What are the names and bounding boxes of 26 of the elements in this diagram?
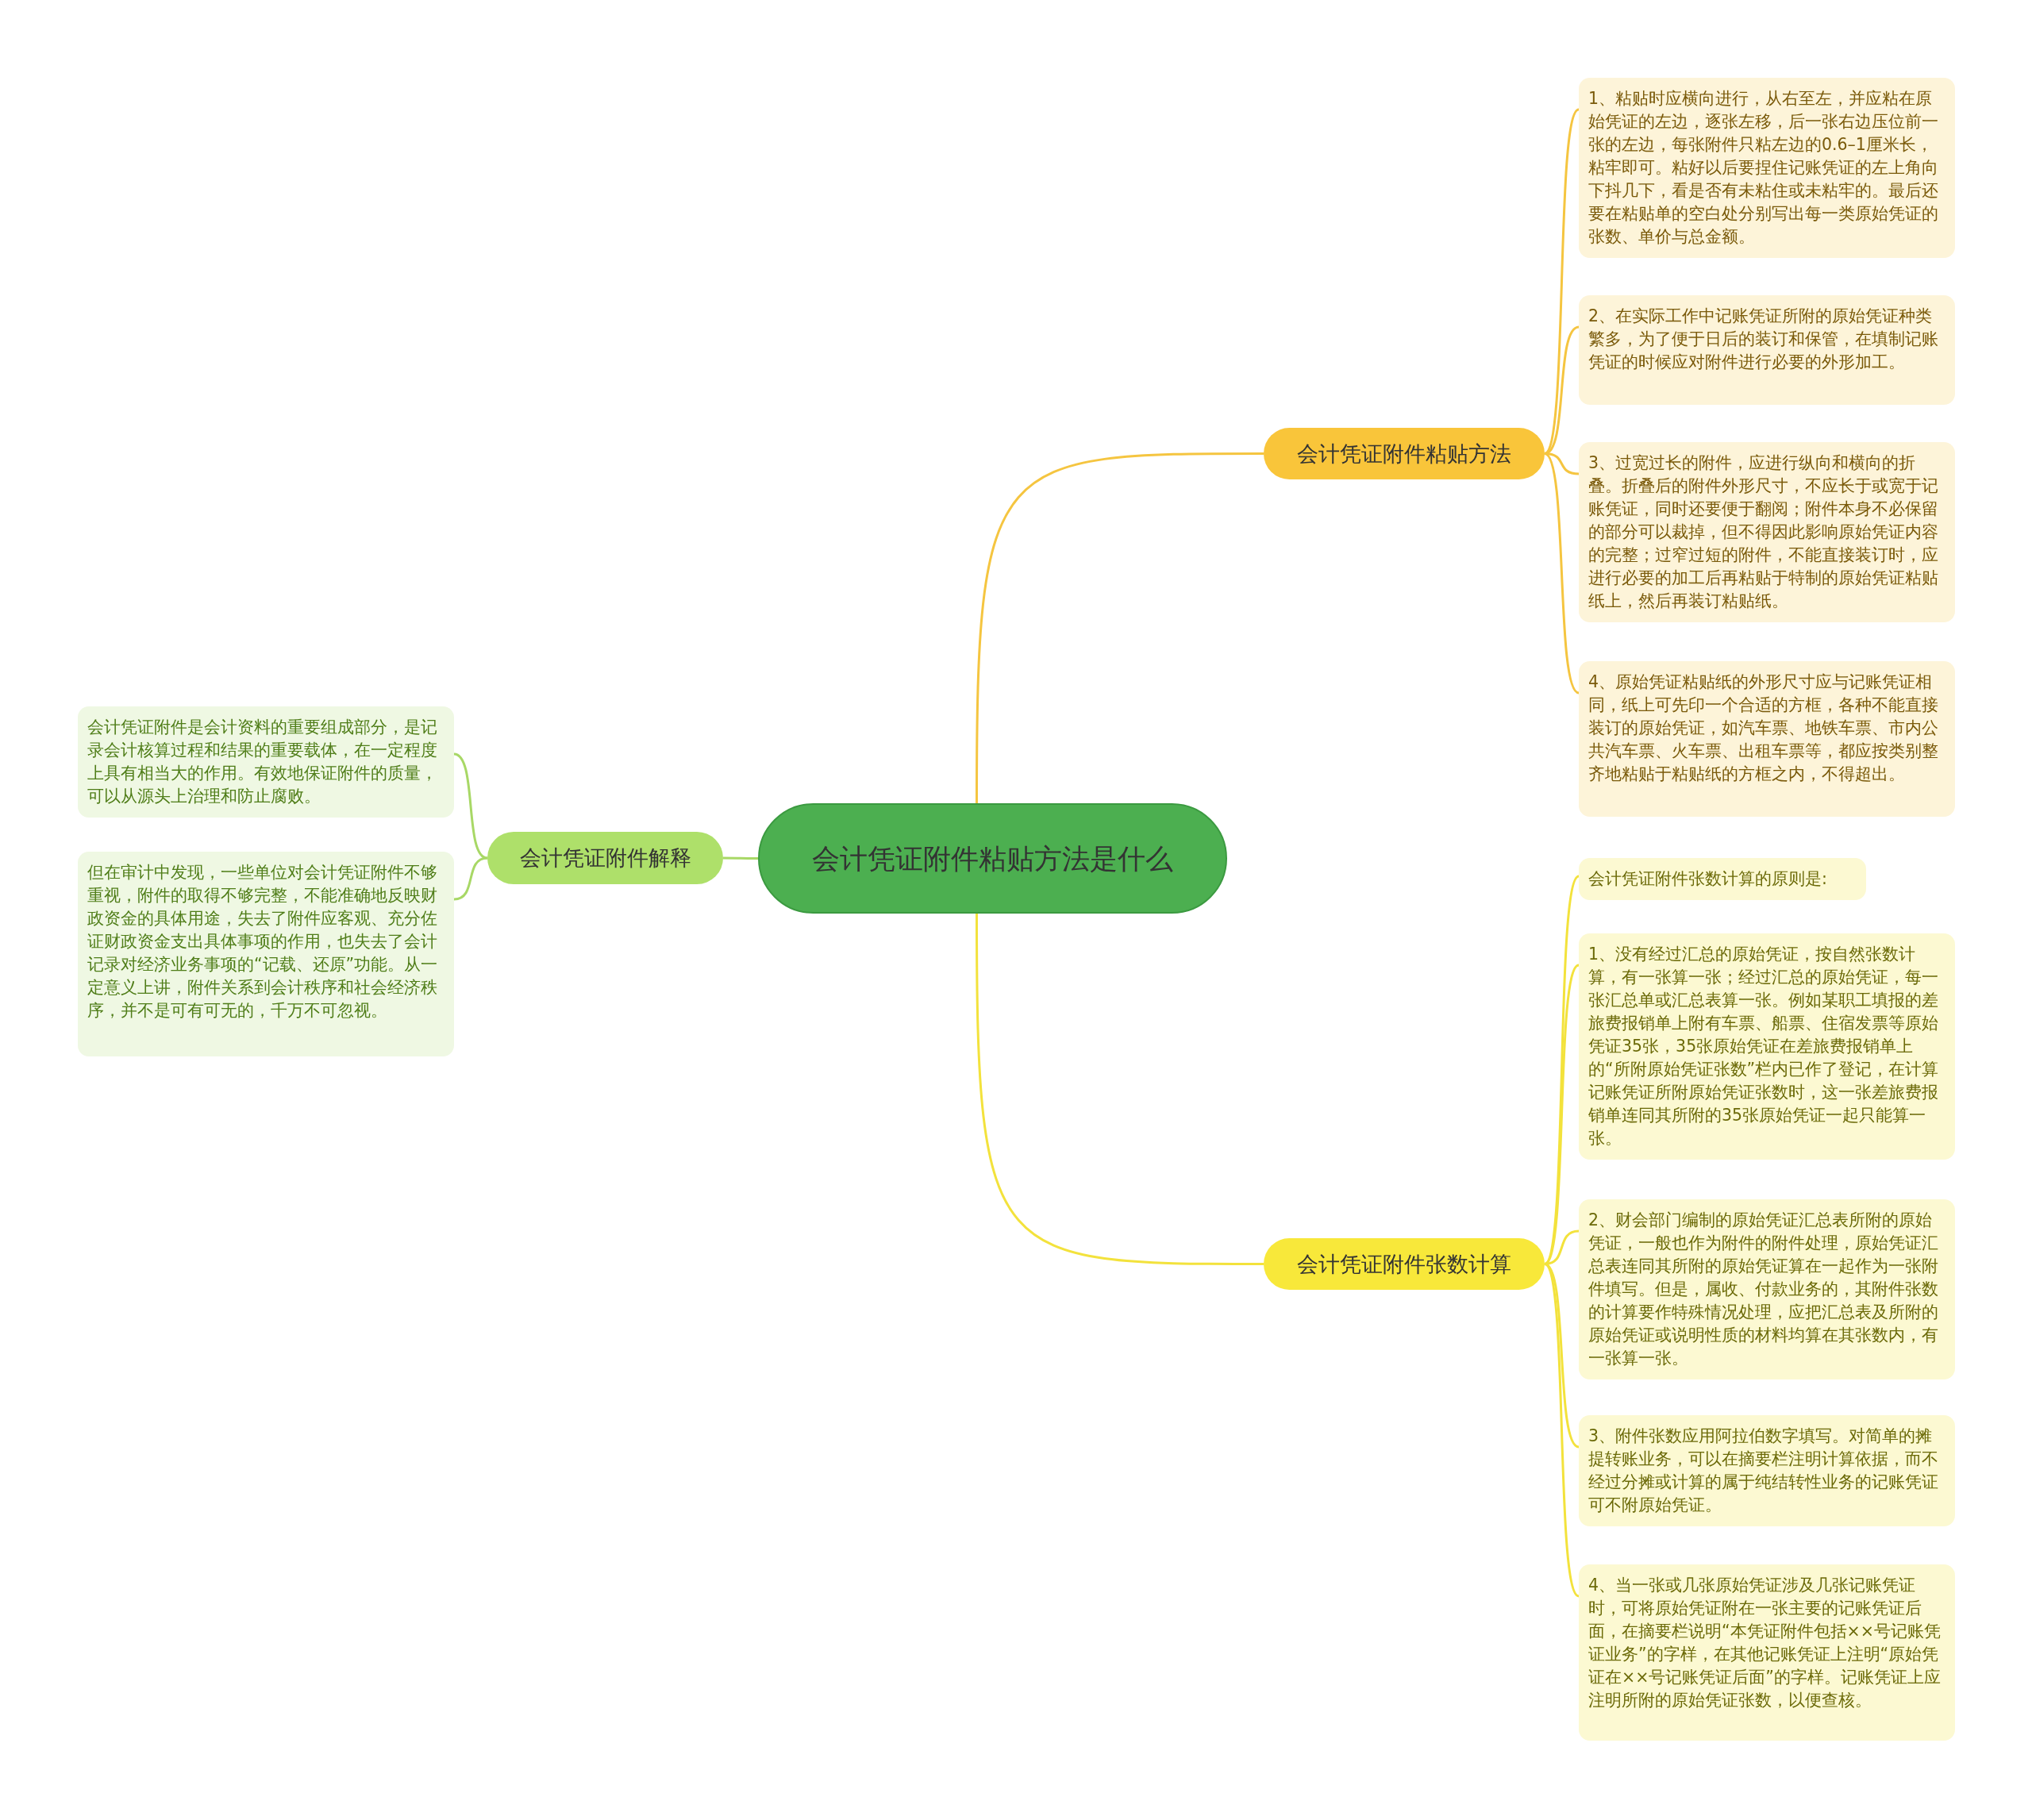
branch-topic: 会计凭证附件张数计算: [1264, 1238, 1545, 1290]
connector-line: [453, 752, 488, 860]
note-card: 4、当一张或几张原始凭证涉及几张记账凭证时，可将原始凭证附在一张主要的记账凭证后面，在摘要栏说明“本凭证附件包括××号记账凭证业务”的字样，在其他记账凭证上注明“原始凭证在××号记账凭证后面”的字样。记账凭证上应注明所附的原始凭证张数，以便查核。: [1579, 1564, 1955, 1741]
branch-topic: 会计凭证附件粘贴方法: [1264, 428, 1545, 479]
note-card: 2、财会部门编制的原始凭证汇总表所附的原始凭证，一般也作为附件的附件处理，原始凭证汇总表连同其所附的原始凭证算在一起作为一张附件填写。但是，属收、付款业务的，其附件张数的计算要作特殊情况处理，应把汇总表及所附的原始凭证或说明性质的材料均算在其张数内，有一张算一张。: [1579, 1199, 1955, 1379]
connector-line: [1544, 325, 1580, 455]
note-card: 3、过宽过长的附件，应进行纵向和横向的折叠。折叠后的附件外形尺寸，不应长于或宽于记账凭证，同时还要便于翻阅；附件本身不必保留的部分可以裁掉，但不得因此影响原始凭证内容的完整；过窄过短的附件，不能直接装订时，应进行必要的加工后再粘贴于特制的原始凭证粘贴纸上，然后再装订粘贴纸。: [1579, 442, 1955, 622]
note-card: 会计凭证附件是会计资料的重要组成部分，是记录会计核算过程和结果的重要载体，在一定程度上具有相当大的作用。有效地保证附件的质量，可以从源头上治理和防止腐败。: [78, 706, 454, 818]
connector-line: [976, 452, 1264, 803]
central-topic: 会计凭证附件粘贴方法是什么: [758, 803, 1227, 914]
branch-topic: 会计凭证附件解释: [487, 832, 723, 884]
note-card: 但在审计中发现，一些单位对会计凭证附件不够重视，附件的取得不够完整，不能准确地反映财政资金的具体用途，失去了附件应客观、充分佐证财政资金支出具体事项的作用，也失去了会计记录对经济业务事项的“记载、还原”功能。从一定意义上讲，附件关系到会计秩序和社会经济秩序，并不是可有可无的，千万不可忽视。: [78, 852, 454, 1056]
note-card: 3、附件张数应用阿拉伯数字填写。对简单的摊提转账业务，可以在摘要栏注明计算依据，而不经过分摊或计算的属于纯结转性业务的记账凭证可不附原始凭证。: [1579, 1415, 1955, 1526]
note-card: 4、原始凭证粘贴纸的外形尺寸应与记账凭证相同，纸上可先印一个合适的方框，各种不能直接装订的原始凭证，如汽车票、地铁车票、市内公共汽车票、火车票、出租车票等，都应按类别整齐地粘贴于粘贴纸的方框之内，不得超出。: [1579, 661, 1955, 817]
connector-line: [723, 856, 758, 860]
connector-line: [1543, 964, 1580, 1265]
note-card: 2、在实际工作中记账凭证所附的原始凭证种类繁多，为了便于日后的装订和保管，在填制记账凭证的时候应对附件进行必要的外形加工。: [1579, 295, 1955, 405]
connector-line: [1543, 109, 1580, 455]
note-card: 1、没有经过汇总的原始凭证，按自然张数计算，有一张算一张；经过汇总的原始凭证，每一张汇总单或汇总表算一张。例如某职工填报的差旅费报销单上附有车票、船票、住宿发票等原始凭证35张，35张原始凭证在差旅费报销单上的“所附原始凭证张数”栏内已作了登记，在计算记账凭证所附原始凭证张数时，这一张差旅费报销单连同其所附的35张原始凭证一起只能算一张。: [1579, 933, 1955, 1160]
connector-line: [1544, 452, 1580, 695]
connector-line: [976, 914, 1264, 1265]
connector-line: [1544, 452, 1580, 475]
connector-line: [1543, 1263, 1580, 1597]
note-card: 会计凭证附件张数计算的原则是:: [1579, 858, 1866, 900]
note-card: 1、粘贴时应横向进行，从右至左，并应粘在原始凭证的左边，逐张左移，后一张右边压位前一张的左边，每张附件只粘左边的0.6–1厘米长，粘牢即可。粘好以后要捏住记账凭证的左上角向下抖几下，看是否有未粘住或未粘牢的。最后还要在粘贴单的空白处分别写出每一类原始凭证的张数、单价与总金额。: [1579, 78, 1955, 258]
connector-line: [453, 856, 488, 901]
